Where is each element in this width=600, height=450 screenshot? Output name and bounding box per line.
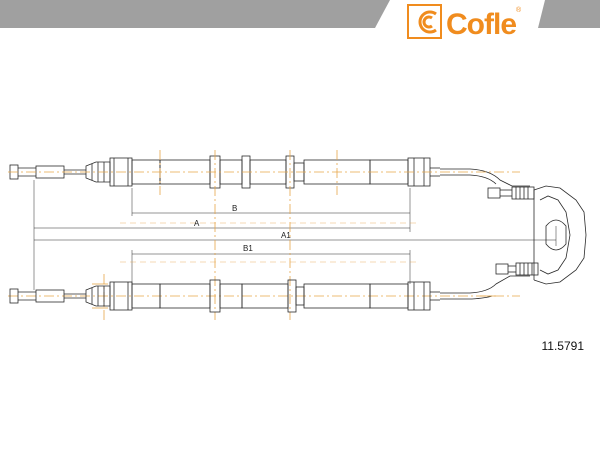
lower-inner-wire bbox=[440, 275, 530, 294]
dimension-b1-label: B1 bbox=[243, 244, 253, 253]
brand-logo: Cofle ® bbox=[407, 4, 522, 41]
dimension-lines bbox=[33, 180, 557, 290]
centerlines bbox=[8, 150, 520, 320]
lower-connector bbox=[495, 263, 509, 275]
brand-name: Cofle bbox=[446, 8, 516, 41]
logo-mark-swirl bbox=[418, 10, 437, 34]
upper-inner-wire bbox=[440, 168, 530, 187]
lower-adjuster-accents bbox=[92, 283, 496, 309]
lower-ferrule-right bbox=[407, 281, 431, 311]
upper-connector bbox=[487, 187, 501, 199]
lower-end-nipple bbox=[9, 288, 19, 304]
dimension-a1-label: A1 bbox=[281, 231, 291, 240]
logo-mark bbox=[407, 4, 442, 39]
header-banner-right bbox=[538, 0, 600, 28]
equaliser-bracket bbox=[533, 185, 587, 285]
upper-cable bbox=[9, 155, 535, 200]
dimension-b-label: B bbox=[232, 204, 237, 213]
dimension-a-label: A bbox=[194, 219, 200, 228]
registered-mark: ® bbox=[516, 6, 522, 14]
lower-cable bbox=[9, 262, 539, 313]
lower-end-fitting bbox=[35, 289, 65, 303]
part-number: 11.5791 bbox=[541, 339, 585, 353]
header-banner-left bbox=[0, 0, 390, 28]
